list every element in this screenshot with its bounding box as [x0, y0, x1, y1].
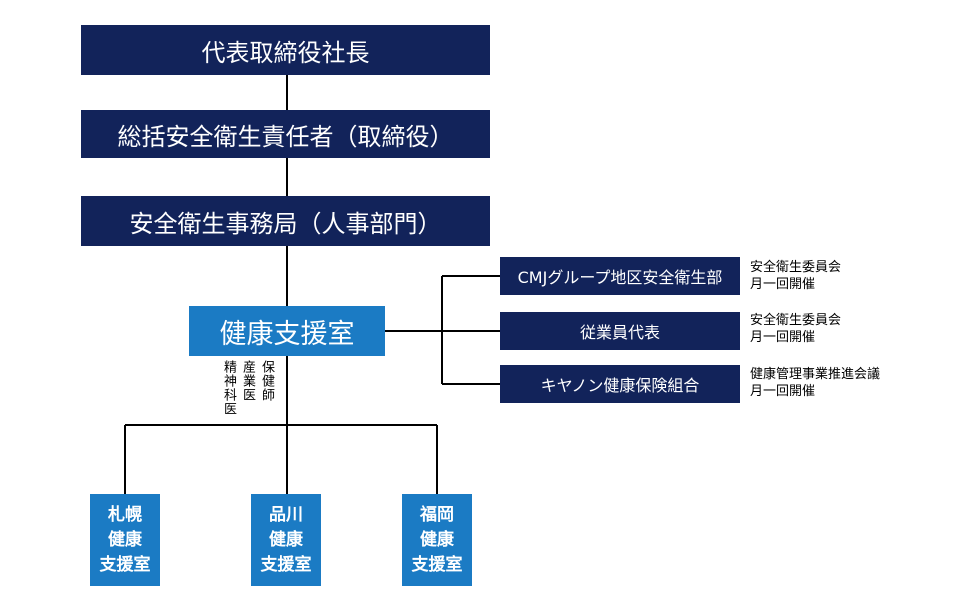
- meeting-frequency: 月一回開催: [750, 384, 816, 399]
- meeting-name: 安全衛生委員会: [750, 313, 842, 328]
- supervisor-label: 総括安全衛生責任者（取締役）: [117, 122, 454, 151]
- partner-label: キヤノン健康保険組合: [540, 376, 700, 395]
- partner-box-group-safety: CMJグループ地区安全衛生部: [500, 257, 740, 295]
- branch-line: 支援室: [99, 554, 151, 575]
- staff-public-health-nurse: 保健師: [259, 360, 274, 402]
- partner-note-health-insurance: 健康管理事業推進会議 月一回開催: [750, 366, 880, 400]
- supervisor-box: 総括安全衛生責任者（取締役）: [81, 110, 490, 158]
- staff-psychiatrist: 精神科医: [221, 360, 236, 416]
- branch-box-fukuoka: 福岡 健康 支援室: [402, 494, 472, 586]
- secretariat-box: 安全衛生事務局（人事部門）: [81, 196, 490, 246]
- partner-label: 従業員代表: [579, 323, 660, 342]
- partner-note-employee-rep: 安全衛生委員会 月一回開催: [750, 312, 841, 346]
- branch-line: 支援室: [260, 554, 312, 575]
- ceo-label: 代表取締役社長: [201, 38, 370, 67]
- ceo-box: 代表取締役社長: [81, 25, 490, 75]
- branch-line: 福岡: [420, 504, 454, 525]
- branch-line: 札幌: [108, 504, 142, 525]
- partner-box-health-insurance: キヤノン健康保険組合: [500, 365, 740, 403]
- branch-line: 健康: [108, 529, 142, 550]
- branch-line: 支援室: [411, 554, 463, 575]
- health-support-office-box: 健康支援室: [189, 306, 385, 356]
- partner-note-group-safety: 安全衛生委員会 月一回開催: [750, 259, 841, 293]
- meeting-name: 健康管理事業推進会議: [750, 367, 881, 382]
- branch-line: 品川: [269, 504, 303, 525]
- secretariat-label: 安全衛生事務局（人事部門）: [129, 209, 442, 238]
- meeting-name: 安全衛生委員会: [750, 260, 842, 275]
- health-support-office-label: 健康支援室: [219, 318, 355, 350]
- branch-line: 健康: [420, 529, 454, 550]
- partner-box-employee-rep: 従業員代表: [500, 312, 740, 350]
- branch-box-sapporo: 札幌 健康 支援室: [90, 494, 160, 586]
- partner-label: CMJグループ地区安全衛生部: [517, 268, 723, 287]
- branch-line: 健康: [269, 529, 303, 550]
- staff-industrial-physician: 産業医: [240, 360, 255, 402]
- meeting-frequency: 月一回開催: [750, 330, 816, 345]
- meeting-frequency: 月一回開催: [750, 277, 816, 292]
- branch-box-shinagawa: 品川 健康 支援室: [251, 494, 321, 586]
